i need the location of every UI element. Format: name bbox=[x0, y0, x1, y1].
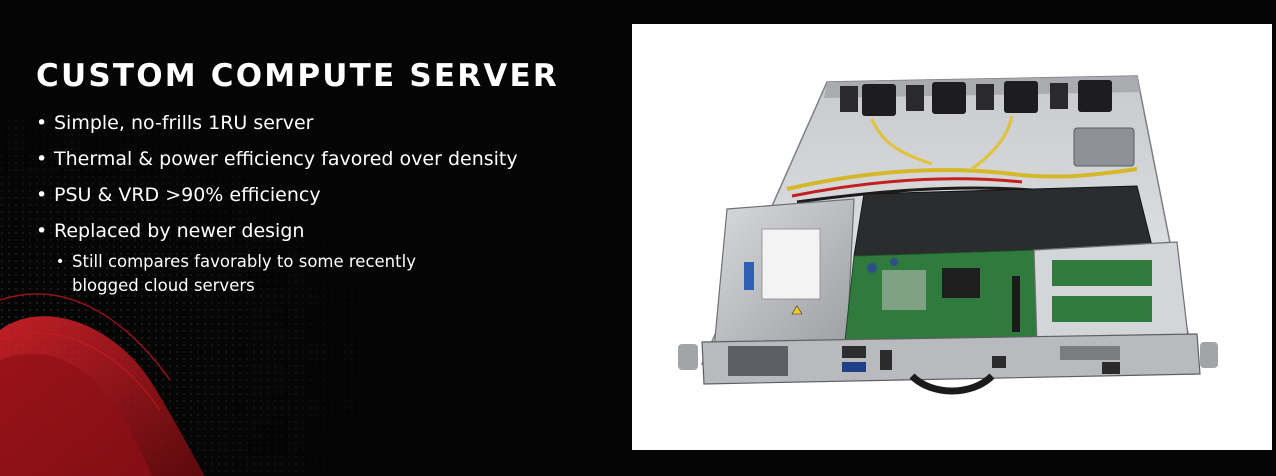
bullet-text: Simple, no-frills 1RU server bbox=[54, 112, 314, 134]
bullet-item: PSU & VRD >90% efficiency bbox=[36, 182, 616, 208]
server-chassis-illustration bbox=[678, 75, 1218, 395]
slide-title: CUSTOM COMPUTE SERVER bbox=[36, 58, 559, 94]
bullet-text: Thermal & power efficiency favored over … bbox=[54, 148, 518, 170]
bullet-text: Replaced by newer design bbox=[54, 220, 305, 242]
sub-bullet-text: Still compares favorably to some recentl… bbox=[72, 252, 416, 295]
bullet-item: Thermal & power efficiency favored over … bbox=[36, 146, 616, 172]
bullet-item: Replaced by newer design Still compares … bbox=[36, 218, 616, 298]
fan-row bbox=[840, 80, 1112, 116]
bullet-item: Simple, no-frills 1RU server bbox=[36, 110, 616, 136]
sub-bullet-item: Still compares favorably to some recentl… bbox=[54, 250, 472, 298]
server-photo bbox=[632, 24, 1272, 450]
bullet-text: PSU & VRD >90% efficiency bbox=[54, 184, 321, 206]
sub-bullet-list: Still compares favorably to some recentl… bbox=[54, 250, 616, 298]
bullet-list: Simple, no-frills 1RU server Thermal & p… bbox=[36, 110, 616, 308]
